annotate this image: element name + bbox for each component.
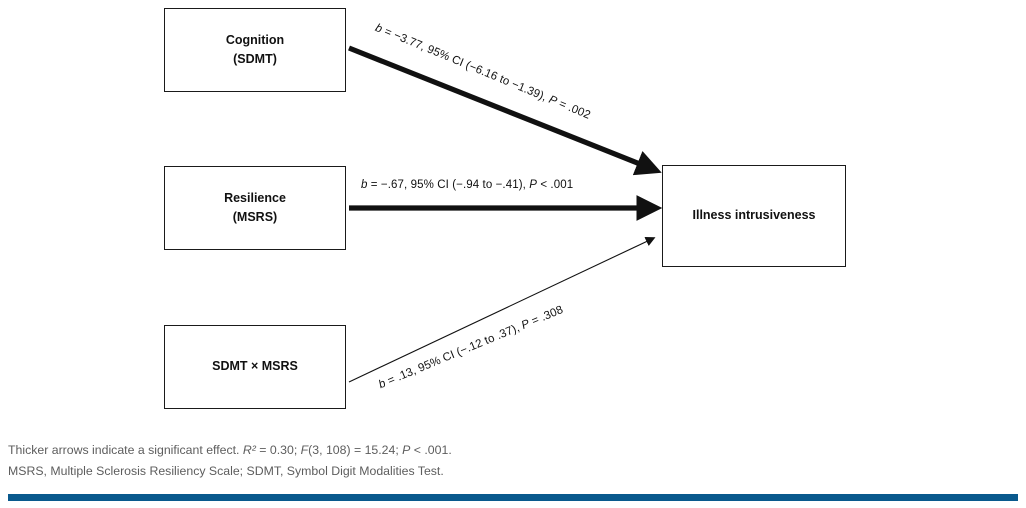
footnote-p-symbol: P	[402, 443, 411, 457]
path-label-top-estimate: = −3.77, 95% CI (−6.16 to −1.39),	[379, 24, 552, 105]
node-label-resilience-line2: (MSRS)	[232, 210, 278, 224]
arrow-interaction-to-outcome	[348, 237, 656, 383]
figure-footnotes: Thicker arrows indicate a significant ef…	[8, 440, 1008, 482]
path-label-cognition-to-outcome: b = −3.77, 95% CI (−6.16 to −1.39), P = …	[373, 22, 592, 122]
path-label-middle-b-symbol: b	[361, 179, 368, 191]
footnote-f-value: (3, 108) = 15.24;	[308, 443, 403, 457]
node-box-resilience[interactable]: Resilience (MSRS)	[164, 166, 346, 250]
node-box-interaction[interactable]: SDMT × MSRS	[164, 325, 346, 409]
path-label-bottom-p-value: = .308	[527, 304, 566, 329]
path-label-bottom-estimate: = .13, 95% CI (−.12 to .37),	[383, 320, 525, 389]
node-label-interaction-line1: SDMT × MSRS	[212, 359, 298, 374]
path-label-top-p-value: = .002	[554, 96, 593, 122]
node-label-resilience-line1: Resilience	[224, 190, 286, 205]
footnote-line-1: Thicker arrows indicate a significant ef…	[8, 440, 1008, 461]
footnote-f-symbol: F	[300, 443, 309, 457]
footnote-r-squared-symbol: R²	[242, 443, 256, 457]
node-label-outcome-line1: Illness intrusiveness	[692, 208, 816, 223]
footnote-p-value: < .001.	[410, 443, 452, 457]
footnote-thicker-arrows-text: Thicker arrows indicate a significant ef…	[8, 443, 243, 457]
footnote-line-2: MSRS, Multiple Sclerosis Resiliency Scal…	[8, 464, 444, 478]
path-label-middle-estimate: = −.67, 95% CI (−.94 to −.41),	[367, 179, 530, 191]
path-label-middle-p-symbol: P	[529, 179, 538, 191]
path-label-middle-p-value: < .001	[537, 179, 574, 191]
node-box-cognition[interactable]: Cognition (SDMT)	[164, 8, 346, 92]
arrow-cognition-to-outcome	[348, 45, 662, 176]
node-box-illness-intrusiveness[interactable]: Illness intrusiveness	[662, 165, 846, 267]
bottom-accent-rule	[8, 494, 1018, 501]
footnote-r-squared-value: = 0.30;	[255, 443, 301, 457]
path-label-interaction-to-outcome: b = .13, 95% CI (−.12 to .37), P = .308	[377, 304, 565, 391]
path-label-resilience-to-outcome: b = −.67, 95% CI (−.94 to −.41), P < .00…	[361, 179, 573, 191]
node-label-cognition-line2: (SDMT)	[233, 52, 277, 66]
node-label-cognition-line1: Cognition	[225, 32, 285, 47]
